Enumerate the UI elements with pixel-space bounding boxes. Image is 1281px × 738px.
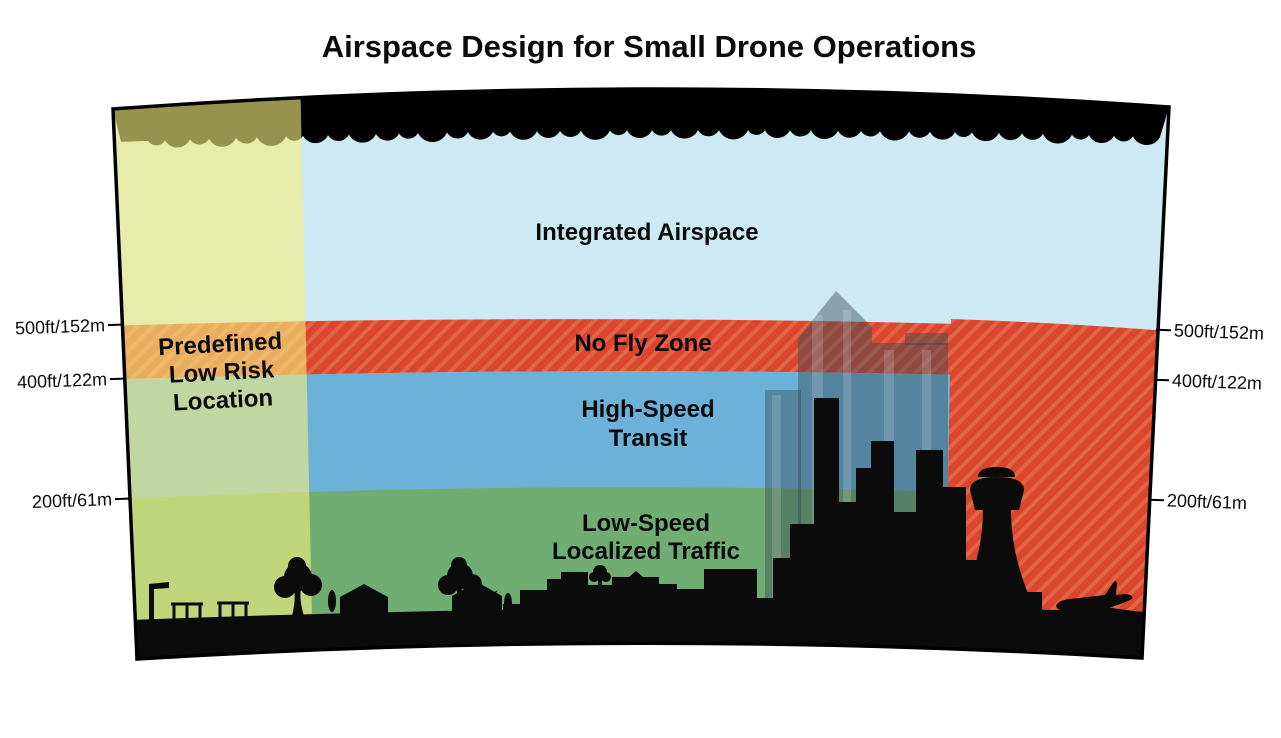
altitude-label-right-500: 500ft/152m	[1174, 320, 1265, 343]
plant-icon	[486, 590, 498, 612]
tick-left-400	[109, 377, 127, 381]
fence-icon	[171, 602, 203, 619]
zone-label-low-speed-line2: Localized Traffic	[552, 538, 740, 565]
overlay-building	[905, 333, 948, 345]
overlay-window-stripe	[843, 310, 851, 612]
zone-label-low-risk-line1: Predefined	[158, 328, 283, 361]
no-fly-zone-band	[113, 319, 1169, 381]
overlay-window-stripe	[772, 395, 781, 612]
tick-right-400	[1153, 378, 1170, 382]
altitude-label-left-200: 200ft/61m	[32, 489, 113, 512]
zone-label-low-risk-line3: Location	[172, 384, 273, 416]
diagram-title: Airspace Design for Small Drone Operatio…	[322, 29, 977, 64]
altitude-scale-left: 500ft/152m 400ft/122m 200ft/61m	[15, 315, 132, 512]
cypress-tree-icon	[328, 590, 336, 612]
altitude-label-right-200: 200ft/61m	[1167, 490, 1248, 513]
tick-left-500	[107, 323, 125, 327]
house-icon	[452, 582, 502, 622]
tick-left-200	[114, 497, 132, 501]
village-skyline-silhouette	[503, 569, 757, 622]
fence-icon	[217, 601, 249, 618]
cloud-band	[113, 88, 1169, 148]
tick-right-500	[1155, 328, 1172, 332]
panel-border	[111, 87, 1171, 661]
altitude-scale-right: 500ft/152m 400ft/122m 200ft/61m	[1148, 320, 1265, 513]
tick-right-200	[1148, 498, 1165, 502]
house-icon	[340, 584, 388, 622]
altitude-label-left-400: 400ft/122m	[17, 369, 108, 392]
small-tree-icon	[589, 565, 611, 590]
zone-label-low-speed-line1: Low-Speed	[582, 510, 710, 537]
city-skyline-silhouette	[757, 398, 966, 622]
lamp-post-icon	[149, 582, 169, 622]
tree-icon	[274, 557, 322, 616]
altitude-label-left-500: 500ft/152m	[15, 315, 106, 338]
cypress-tree-icon	[713, 583, 721, 607]
zone-label-high-speed-line2: Transit	[609, 425, 688, 452]
zone-label-high-speed-line1: High-Speed	[581, 396, 714, 423]
low-risk-location-column	[113, 88, 313, 660]
zone-label-low-risk: Predefined Low Risk Location	[158, 328, 283, 417]
zone-label-integrated-airspace: Integrated Airspace	[535, 219, 758, 246]
zone-label-no-fly-zone: No Fly Zone	[574, 330, 711, 357]
airplane-icon	[1056, 581, 1141, 618]
altitude-label-right-400: 400ft/122m	[1172, 370, 1263, 393]
control-tower-icon	[956, 467, 1038, 616]
zone-label-low-risk-line2: Low Risk	[168, 356, 275, 389]
